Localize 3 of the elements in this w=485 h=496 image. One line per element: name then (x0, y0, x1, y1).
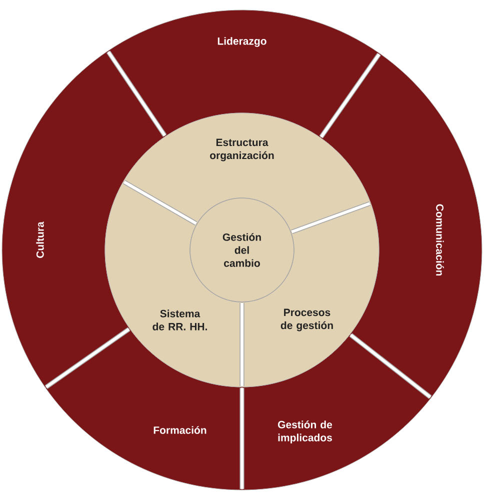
ring-segment: Liderazgo (108, 10, 380, 138)
node-label: Comunicación (436, 204, 444, 276)
ring-segment: Gestión de implicados (242, 334, 432, 490)
